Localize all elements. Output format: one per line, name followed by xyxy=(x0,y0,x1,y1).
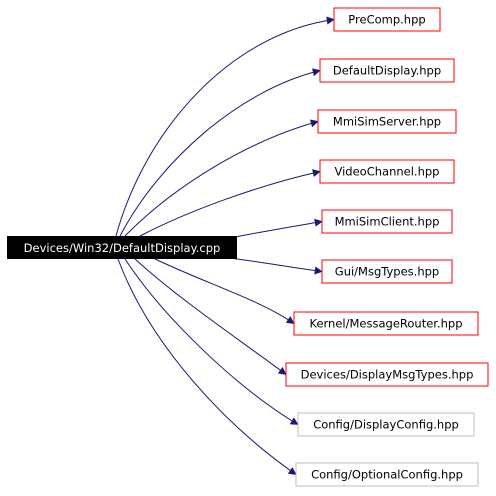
include-edge xyxy=(117,258,297,475)
include-node-label: PreComp.hpp xyxy=(348,13,425,27)
include-node[interactable]: Kernel/MessageRouter.hpp xyxy=(293,311,479,336)
include-edge xyxy=(229,257,323,275)
include-edge xyxy=(115,16,335,237)
include-node-box xyxy=(317,109,457,134)
include-node-box xyxy=(319,159,455,184)
include-node-box xyxy=(333,7,441,32)
include-node[interactable]: Config/OptionalConfig.hpp xyxy=(295,462,479,487)
include-edge xyxy=(124,258,299,425)
include-node-label: MmiSimClient.hpp xyxy=(335,215,440,229)
include-edge xyxy=(139,169,321,237)
source-file-node[interactable]: Devices/Win32/DefaultDisplay.cpp xyxy=(7,236,237,259)
source-file-box xyxy=(7,236,237,259)
include-node-box xyxy=(321,209,453,234)
include-node[interactable]: Gui/MsgTypes.hpp xyxy=(321,259,453,284)
include-node-label: Config/OptionalConfig.hpp xyxy=(311,468,463,482)
include-node[interactable]: DefaultDisplay.hpp xyxy=(319,58,455,83)
include-edges xyxy=(115,16,335,475)
include-node[interactable]: MmiSimServer.hpp xyxy=(317,109,457,134)
include-edge xyxy=(124,119,319,237)
include-node-label: Kernel/MessageRouter.hpp xyxy=(309,317,462,331)
source-file-label: Devices/Win32/DefaultDisplay.cpp xyxy=(24,241,221,255)
include-node-box xyxy=(295,462,479,487)
include-node[interactable]: MmiSimClient.hpp xyxy=(321,209,453,234)
include-node-box xyxy=(319,58,455,83)
include-node-label: Gui/MsgTypes.hpp xyxy=(335,265,439,279)
include-node[interactable]: PreComp.hpp xyxy=(333,7,441,32)
include-nodes: PreComp.hppDefaultDisplay.hppMmiSimServe… xyxy=(285,7,489,487)
include-node-box xyxy=(297,412,475,437)
include-edge xyxy=(134,258,287,375)
include-node-box xyxy=(321,259,453,284)
include-edge xyxy=(229,218,323,239)
include-node-box xyxy=(293,311,479,336)
include-edge xyxy=(154,258,295,324)
include-node-label: MmiSimServer.hpp xyxy=(333,115,441,129)
include-node-box xyxy=(285,362,489,387)
include-node-label: Config/DisplayConfig.hpp xyxy=(313,418,459,432)
include-node[interactable]: Devices/DisplayMsgTypes.hpp xyxy=(285,362,489,387)
include-node-label: DefaultDisplay.hpp xyxy=(333,64,441,78)
include-node[interactable]: Config/DisplayConfig.hpp xyxy=(297,412,475,437)
include-edge xyxy=(119,68,321,237)
include-node-label: VideoChannel.hpp xyxy=(335,165,440,179)
include-node-label: Devices/DisplayMsgTypes.hpp xyxy=(301,368,474,382)
include-node[interactable]: VideoChannel.hpp xyxy=(319,159,455,184)
